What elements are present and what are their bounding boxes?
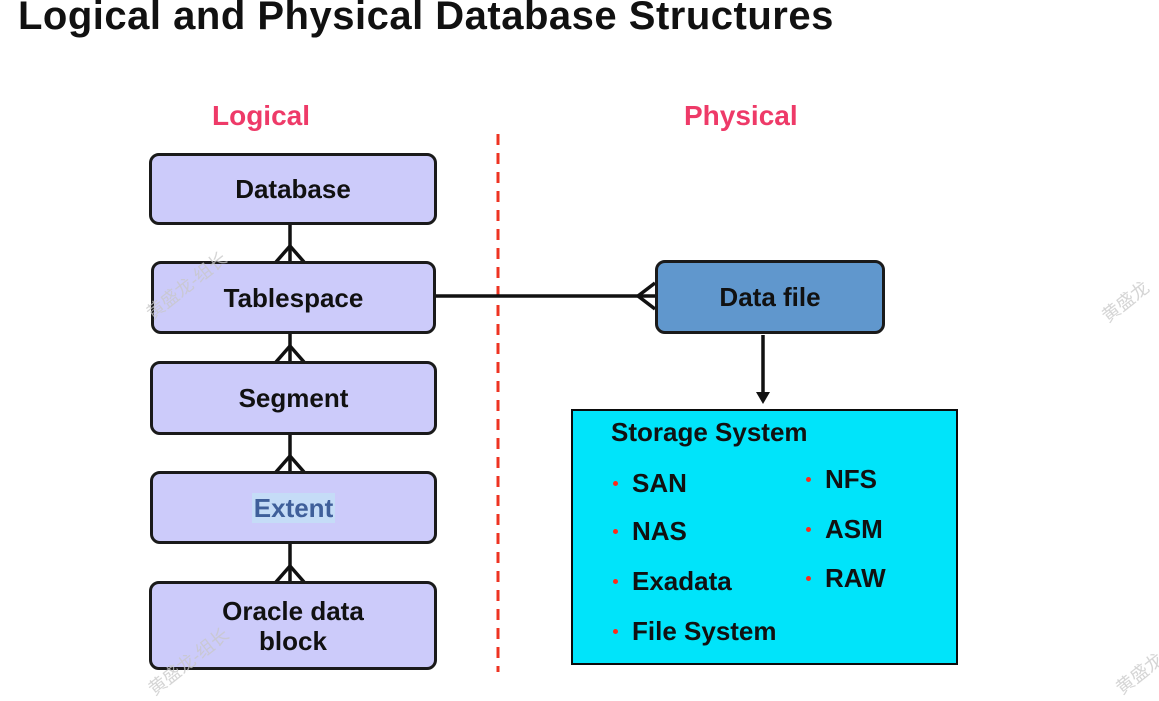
storage-item-exadata: Exadata [613, 566, 732, 597]
database-box: Database [149, 153, 437, 225]
block-label-line2: block [259, 625, 327, 656]
physical-heading: Physical [684, 100, 798, 131]
crows-foot-extent [274, 453, 306, 474]
block-label-line1: Oracle data [222, 595, 364, 626]
storage-item-raw: RAW [806, 563, 886, 594]
storage-system-box: Storage System SAN NAS Exadata File Syst… [571, 409, 958, 665]
crows-foot-block [274, 563, 306, 584]
arrow-head [756, 392, 770, 404]
extent-box: Extent [150, 471, 437, 544]
oracle-data-block-box: Oracle data block [149, 581, 437, 670]
crows-foot-tablespace [274, 243, 306, 264]
crows-foot-datafile [635, 281, 657, 311]
storage-item-san: SAN [613, 468, 687, 499]
data-file-label: Data file [719, 282, 821, 312]
bullet-icon [613, 529, 618, 534]
bullet-icon [806, 527, 811, 532]
storage-item-nas: NAS [613, 516, 687, 547]
segment-label: Segment [238, 383, 349, 413]
bullet-icon [613, 579, 618, 584]
crows-foot-segment [274, 343, 306, 364]
bullet-icon [806, 576, 811, 581]
storage-item-asm: ASM [806, 514, 883, 545]
storage-title: Storage System [611, 417, 808, 447]
connector-lines [274, 134, 770, 672]
segment-box: Segment [150, 361, 437, 435]
bullet-icon [613, 481, 618, 486]
data-file-box: Data file [655, 260, 885, 334]
bullet-icon [613, 629, 618, 634]
storage-item-nfs: NFS [806, 464, 877, 495]
storage-item-file-system: File System [613, 616, 777, 647]
page-title: Logical and Physical Database Structures [18, 0, 834, 38]
bullet-icon [806, 477, 811, 482]
logical-heading: Logical [212, 100, 311, 131]
tablespace-label: Tablespace [223, 282, 364, 313]
database-label: Database [235, 174, 351, 204]
tablespace-box: Tablespace [151, 261, 436, 334]
extent-label: Extent [251, 492, 336, 523]
